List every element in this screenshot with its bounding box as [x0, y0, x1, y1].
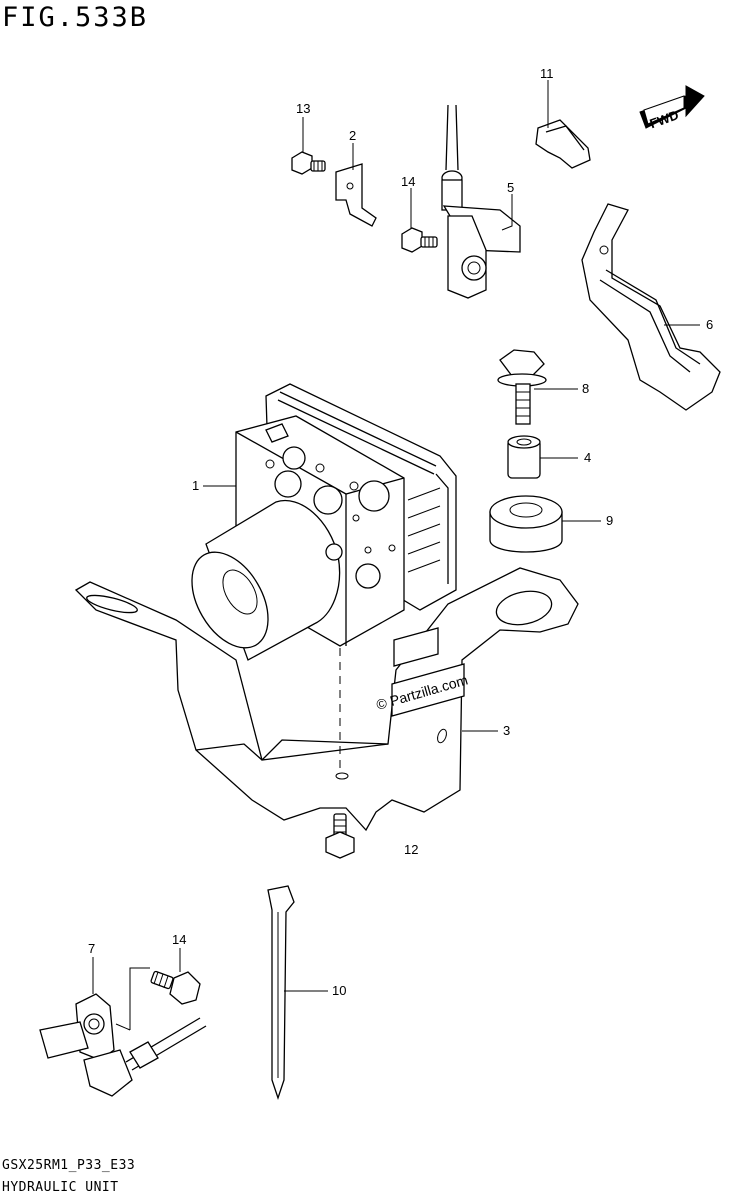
callout-14-bottom: 14 — [172, 932, 186, 947]
callout-labels: 13 2 14 5 11 6 8 1 4 9 3 12 7 14 10 — [88, 66, 713, 998]
grommet-9-drawing — [489, 495, 563, 553]
callout-8: 8 — [582, 381, 589, 396]
bolt-13-drawing — [291, 151, 326, 175]
sensor-5-drawing — [441, 104, 521, 299]
leader-lines — [92, 80, 700, 1031]
callout-3: 3 — [503, 723, 510, 738]
clamp-11-drawing — [535, 119, 591, 169]
section-name: HYDRAULIC UNIT — [2, 1180, 119, 1195]
cable-tie-10-drawing — [267, 885, 295, 1101]
bolt-8-drawing — [497, 349, 547, 425]
bolt-14-bottom-drawing — [150, 970, 201, 1005]
bracket-3-drawing — [74, 567, 579, 832]
callout-10: 10 — [332, 983, 346, 998]
fwd-arrow-icon: FWD — [639, 85, 705, 131]
callout-14: 14 — [401, 174, 415, 189]
sensor-7-drawing — [39, 993, 207, 1097]
bolt-14-top-drawing — [401, 227, 438, 253]
callout-4: 4 — [584, 450, 591, 465]
callout-13: 13 — [296, 101, 310, 116]
bracket-6-drawing — [581, 203, 721, 411]
callout-9: 9 — [606, 513, 613, 528]
callout-1: 1 — [192, 478, 199, 493]
model-code: GSX25RM1_P33_E33 — [2, 1158, 136, 1173]
callout-7: 7 — [88, 941, 95, 956]
callout-5: 5 — [507, 180, 514, 195]
bolt-12-drawing — [325, 813, 355, 859]
hydraulic-unit-1-drawing — [191, 383, 457, 661]
callout-12: 12 — [404, 842, 418, 857]
callout-6: 6 — [706, 317, 713, 332]
figure-title: FIG.533B — [2, 2, 149, 33]
bracket-2-drawing — [335, 163, 377, 227]
spacer-4-drawing — [507, 435, 541, 479]
callout-2: 2 — [349, 128, 356, 143]
callout-11: 11 — [540, 66, 554, 81]
